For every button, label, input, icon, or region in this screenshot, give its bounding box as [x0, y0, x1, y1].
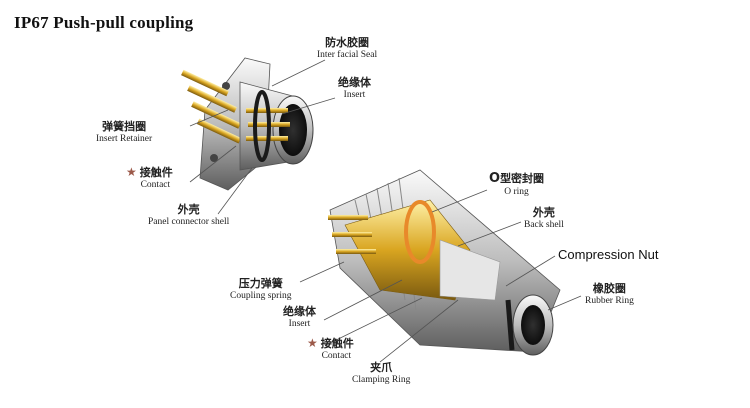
label-o-ring: O型密封圈 O ring: [489, 171, 545, 197]
white-insert: [439, 239, 501, 301]
cable-entry: [521, 305, 545, 345]
leader-lines: [189, 59, 582, 363]
label-back-shell: 外壳 Back shell: [524, 206, 564, 230]
star-icon: ★: [126, 165, 137, 179]
seal-ring: [253, 90, 271, 162]
label-contact-top: ★接触件 Contact: [126, 165, 173, 190]
compression-nut-band: [505, 299, 515, 351]
label-interfacial-seal: 防水胶圈 Inter facial Seal: [317, 36, 378, 60]
label-insert-retainer: 弹簧挡圈 Insert Retainer: [96, 120, 153, 144]
label-panel-shell: 外壳 Panel connector shell: [148, 203, 230, 227]
label-contact-bottom: ★接触件 Contact: [307, 336, 354, 361]
plug-connector: [328, 169, 561, 356]
label-insert-top: 绝缘体 Insert: [338, 76, 371, 100]
flange-hole: [222, 82, 230, 90]
plug-pins: [328, 215, 376, 254]
flange-hole: [210, 154, 218, 162]
label-coupling-spring: 压力弹簧 Coupling spring: [230, 277, 292, 301]
insert-face: [279, 104, 307, 156]
page-title: IP67 Push-pull coupling: [14, 13, 194, 32]
panel-connector: [181, 57, 314, 191]
label-insert-bottom: 绝缘体 Insert: [283, 305, 316, 329]
label-compression-nut: Compression Nut: [558, 247, 659, 262]
label-rubber-ring: 橡胶圈 Rubber Ring: [585, 282, 634, 306]
star-icon: ★: [307, 336, 318, 350]
o-ring-shape: [404, 200, 436, 264]
label-clamping-ring: 夹爪 Clamping Ring: [352, 361, 411, 385]
